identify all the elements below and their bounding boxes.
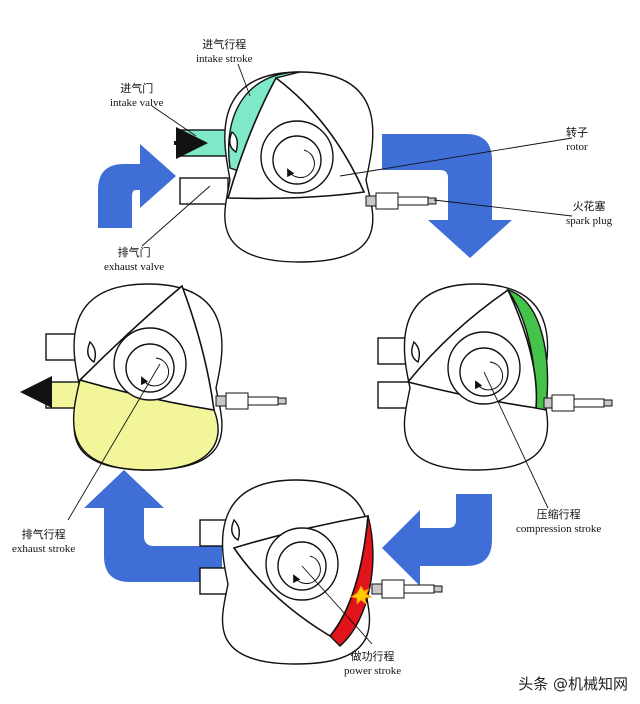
engine-intake (174, 71, 437, 263)
label-exhaust-stroke: 排气行程 exhaust stroke (12, 528, 75, 556)
label-en: spark plug (566, 215, 613, 227)
shaft (272, 135, 322, 185)
label-exhaust-valve: 排气门 exhaust valve (104, 246, 164, 274)
label-zh: 进气门 (120, 82, 154, 95)
compression-chamber (506, 288, 549, 411)
label-en: rotor (566, 141, 588, 153)
cycle-arrows (84, 134, 512, 586)
cycle-arrow-right (382, 494, 492, 586)
watermark: 头条 @机械知网 (518, 675, 628, 693)
label-en: intake stroke (196, 53, 253, 65)
label-intake-valve: 进气门 intake valve (110, 82, 163, 110)
label-zh: 排气行程 (21, 528, 66, 541)
label-compression-stroke: 压缩行程 compression stroke (516, 508, 601, 536)
label-zh: 进气行程 (202, 38, 247, 51)
label-zh: 火花塞 (572, 200, 606, 213)
label-zh: 转子 (566, 126, 588, 139)
label-power-stroke: 做功行程 power stroke (344, 650, 401, 678)
label-zh: 做功行程 (350, 650, 395, 663)
leader-lines (67, 63, 573, 645)
label-en: exhaust stroke (12, 543, 76, 555)
cycle-arrow-left (98, 144, 176, 228)
spark-flash (349, 585, 373, 605)
cycle-arrow-bottom-left (84, 470, 222, 582)
label-en: intake valve (110, 97, 164, 109)
label-rotor: 转子 rotor (566, 126, 588, 154)
engine-exhaust (20, 283, 287, 471)
label-spark-plug: 火花塞 spark plug (566, 200, 612, 228)
engine-compression (377, 283, 613, 471)
cycle-arrow-top-right (382, 134, 512, 258)
spark-plug (365, 192, 437, 210)
label-zh: 压缩行程 (536, 508, 581, 521)
label-en: power stroke (344, 665, 402, 677)
label-en: compression stroke (516, 523, 602, 535)
label-zh: 排气门 (117, 246, 151, 259)
engine-power (199, 479, 443, 665)
label-en: exhaust valve (104, 261, 165, 273)
label-intake-stroke: 进气行程 intake stroke (196, 38, 253, 66)
